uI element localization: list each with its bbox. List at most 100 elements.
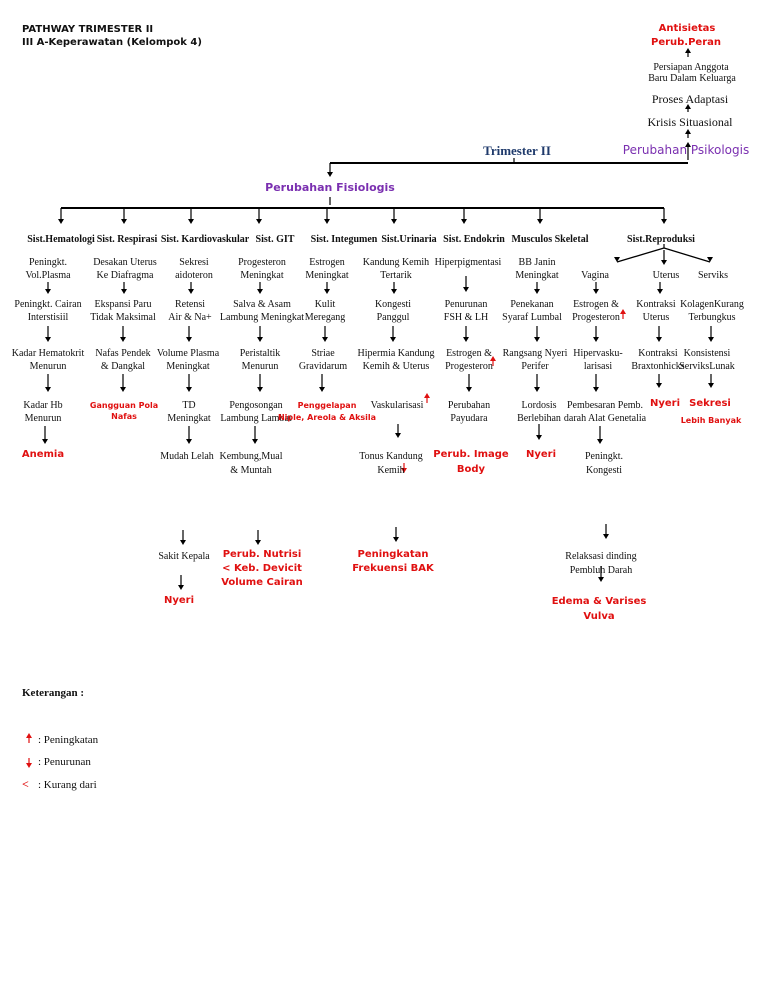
endo-node-1: Hiperpigmentasi	[434, 257, 502, 268]
urin-node-4: Vaskularisasi	[370, 400, 424, 411]
repro-to-vagina	[616, 247, 665, 263]
arrow-down-head	[252, 439, 258, 444]
arrow-sys-3-head	[256, 219, 262, 224]
up-arrow-icon-head	[490, 356, 496, 361]
repro-vagina-node-5: Peningkt.Kongesti	[584, 451, 624, 476]
sys-urinaria: Sist.Urinaria	[381, 234, 437, 245]
legend-up-label: : Peningkatan	[38, 734, 99, 746]
arrow-down-head	[319, 387, 325, 392]
arrow-down-head	[395, 433, 401, 438]
resp-node-3: Nafas Pendek& Dangkal	[95, 348, 151, 372]
legend-down-arrow-icon-head	[26, 763, 32, 768]
arrow-down-head	[120, 337, 126, 342]
arrow-down-head	[188, 289, 194, 294]
arrow-krisis-proses-head	[685, 129, 691, 134]
arrow-down-head	[657, 289, 663, 294]
arrow-down-head	[534, 289, 540, 294]
arrow-down-head	[536, 435, 542, 440]
dx-antisietas: Antisietas	[658, 23, 716, 34]
arrow-down-head	[708, 383, 714, 388]
persiapan-anggota: Persiapan Anggota	[653, 62, 729, 73]
arrow-persiapan-dx-head	[685, 48, 691, 53]
perubahan-fisiologis: Perubahan Fisiologis	[265, 181, 395, 194]
endo-node-3: Estrogen &Progesteron	[445, 348, 493, 372]
legend-title: Keterangan :	[22, 687, 85, 699]
dx-lebih-banyak: Lebih Banyak	[680, 416, 742, 425]
arrow-down-head	[593, 387, 599, 392]
arrow-down-head	[257, 289, 263, 294]
legend-lt-label: : Kurang dari	[38, 779, 97, 791]
arrow-down-head	[656, 383, 662, 388]
arrow-down-head	[322, 337, 328, 342]
sys-integumen: Sist. Integumen	[310, 234, 378, 245]
arrow-down-head	[180, 540, 186, 545]
sys-endokrin: Sist. Endokrin	[443, 234, 505, 245]
arrow-down-head	[593, 289, 599, 294]
up-arrow-icon-head	[620, 309, 626, 314]
arrow-down-head	[534, 337, 540, 342]
repro-to-serviks	[663, 247, 711, 263]
arrow-down-head	[593, 337, 599, 342]
arrow-down-head	[257, 387, 263, 392]
git-node-5: Kembung,Mual& Muntah	[219, 451, 283, 476]
sys-reproduksi: Sist.Reproduksi	[627, 234, 695, 245]
arrow-down-head	[121, 289, 127, 294]
arrow-down-head	[45, 387, 51, 392]
proses-adaptasi: Proses Adaptasi	[651, 92, 729, 106]
legend-down-label: : Penurunan	[38, 756, 91, 768]
down-arrow-icon-head	[401, 468, 407, 473]
dx-perub-peran: Perub.Peran	[650, 37, 722, 48]
legend-up-arrow-icon-head	[26, 733, 32, 738]
arrow-sys-4-head	[324, 219, 330, 224]
dx-nyeri-uterus: Nyeri	[649, 398, 681, 409]
up-arrow-icon-head	[424, 393, 430, 398]
sys-kardiovaskular: Sist. Kardiovaskular	[160, 234, 250, 245]
hema-node-1: Peningkt.Vol.Plasma	[25, 257, 71, 281]
repro-vagina-node-4: Pembesaran Pemb.darah Alat Genetalia	[563, 400, 647, 424]
arrow-down-head	[603, 534, 609, 539]
arrow-down-head	[391, 289, 397, 294]
arrow-down-head	[45, 337, 51, 342]
kardio-node-6: Sakit Kepala	[158, 551, 210, 562]
arrow-sys-0-head	[58, 219, 64, 224]
arrow-sys-5-head	[391, 219, 397, 224]
repro-vagina-node-3: Hipervasku-larisasi	[573, 348, 623, 372]
pathway-title: PATHWAY TRIMESTER II	[22, 24, 154, 35]
arrow-down-head	[45, 289, 51, 294]
sys-respirasi: Sist. Respirasi	[96, 234, 158, 245]
dx-sekresi: Sekresi	[689, 398, 731, 409]
arrow-down-head	[597, 439, 603, 444]
less-than-icon: <	[22, 777, 29, 791]
arrow-proses-persiapan-head	[685, 104, 691, 109]
arrow-down-head	[393, 537, 399, 542]
repro-uterus: Uterus	[652, 270, 680, 281]
arrow-down-head	[534, 387, 540, 392]
arrow-down-head	[186, 337, 192, 342]
arrow-down-head	[463, 337, 469, 342]
